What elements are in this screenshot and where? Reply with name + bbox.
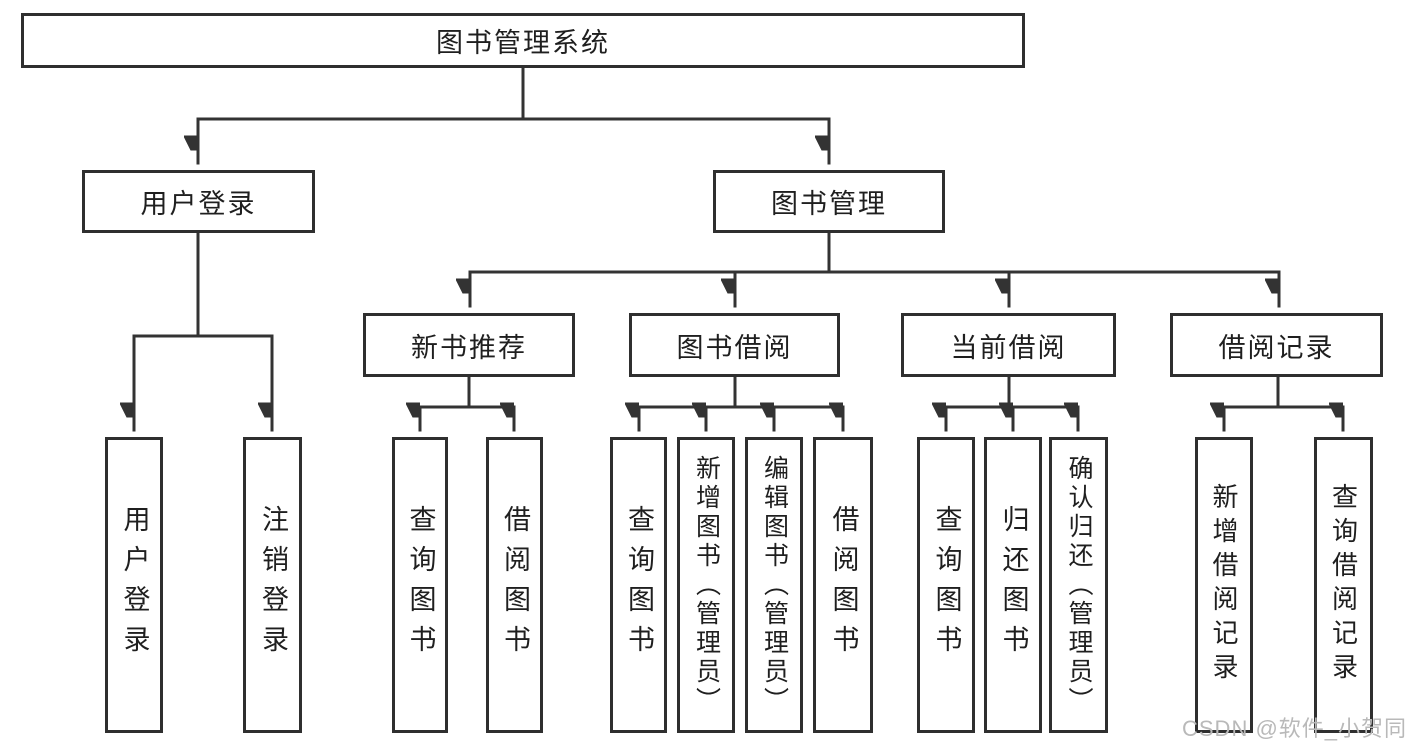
leaf-user-login: 用户登录 bbox=[105, 437, 163, 733]
node-borrow-records: 借阅记录 bbox=[1170, 313, 1383, 377]
leaf-query-books-borrow: 查询图书 bbox=[610, 437, 667, 733]
leaf-borrow-books: 借阅图书 bbox=[813, 437, 873, 733]
leaf-return-books: 归还图书 bbox=[984, 437, 1042, 733]
node-library-management-system: 图书管理系统 bbox=[21, 13, 1025, 68]
leaf-logout: 注销登录 bbox=[243, 437, 302, 733]
node-book-borrow: 图书借阅 bbox=[629, 313, 840, 377]
node-user-login: 用户登录 bbox=[82, 170, 315, 233]
leaf-edit-books-admin: 编辑图书（管理员） bbox=[745, 437, 803, 733]
leaf-confirm-return-admin: 确认归还（管理员） bbox=[1049, 437, 1108, 733]
leaf-borrow-books-recommend: 借阅图书 bbox=[486, 437, 543, 733]
leaf-query-books-current: 查询图书 bbox=[917, 437, 975, 733]
csdn-watermark: CSDN @软件_小贺同学 bbox=[1182, 716, 1405, 741]
leaf-query-books-recommend: 查询图书 bbox=[392, 437, 448, 733]
node-current-borrow: 当前借阅 bbox=[901, 313, 1116, 377]
node-book-management: 图书管理 bbox=[713, 170, 945, 233]
leaf-add-books-admin: 新增图书（管理员） bbox=[677, 437, 735, 733]
leaf-add-borrow-record: 新增借阅记录 bbox=[1195, 437, 1253, 733]
leaf-query-borrow-record: 查询借阅记录 bbox=[1314, 437, 1373, 733]
node-new-book-recommend: 新书推荐 bbox=[363, 313, 575, 377]
